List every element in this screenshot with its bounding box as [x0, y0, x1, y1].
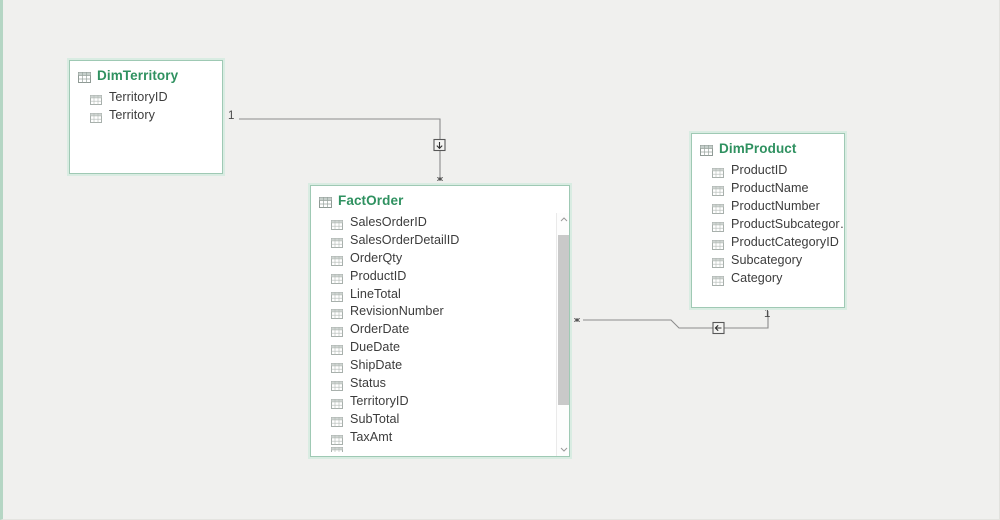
field-icon	[331, 396, 343, 409]
field-label: RevisionNumber	[350, 304, 444, 319]
table-icon	[700, 143, 713, 156]
table-title: FactOrder	[338, 193, 404, 208]
field-list-dim-product: ProductID ProductName ProductNumber Prod…	[692, 161, 844, 291]
table-card-dim-product[interactable]: DimProduct ProductID ProductName Product…	[691, 133, 845, 308]
field-icon	[90, 110, 102, 123]
field-row[interactable]: Category	[692, 269, 844, 287]
field-row[interactable]: ProductCategoryID	[692, 233, 844, 251]
field-row[interactable]: ProductNumber	[692, 197, 844, 215]
field-label: OrderQty	[350, 250, 403, 265]
table-header-fact-order[interactable]: FactOrder	[311, 186, 569, 213]
field-label: ProductNumber	[731, 199, 820, 213]
fact-order-scroll-region[interactable]: SalesOrderID SalesOrderDetailID OrderQty…	[311, 213, 569, 456]
field-row[interactable]: Status	[311, 374, 569, 392]
field-icon	[331, 235, 343, 248]
field-icon	[331, 306, 343, 320]
field-icon	[712, 201, 724, 214]
field-label: TerritoryID	[109, 90, 168, 104]
field-row[interactable]: DueDate	[311, 338, 569, 356]
field-icon	[331, 253, 343, 266]
table-header-dim-territory[interactable]: DimTerritory	[70, 61, 222, 88]
field-icon	[331, 289, 343, 302]
field-label: TaxAmt	[350, 429, 393, 444]
field-row[interactable]: RevisionNumber	[311, 302, 569, 320]
field-row[interactable]: OrderDate	[311, 320, 569, 338]
field-icon	[712, 183, 724, 196]
field-row-clipped[interactable]	[311, 446, 569, 452]
cardinality-label-territory-one: 1	[228, 110, 235, 122]
field-row[interactable]: ProductSubcategor…	[692, 215, 844, 233]
field-icon	[712, 273, 724, 286]
field-label: DueDate	[350, 340, 401, 355]
field-label: Subcategory	[731, 253, 803, 267]
scrollbar-thumb[interactable]	[558, 235, 569, 405]
chevron-down-icon[interactable]	[557, 443, 569, 456]
table-title: DimProduct	[719, 141, 797, 156]
field-row[interactable]: ProductID	[311, 267, 569, 285]
field-row[interactable]: ShipDate	[311, 356, 569, 374]
field-label: ShipDate	[350, 358, 403, 373]
field-icon	[331, 360, 343, 374]
field-label: SubTotal	[350, 411, 400, 426]
field-icon	[331, 217, 343, 230]
field-icon	[712, 255, 724, 268]
field-row[interactable]: SubTotal	[311, 410, 569, 428]
field-icon	[331, 432, 343, 445]
field-label: ProductID	[350, 268, 407, 283]
field-label: ProductSubcategor…	[731, 217, 845, 231]
field-icon	[712, 219, 724, 232]
field-icon	[712, 237, 724, 250]
field-label: ProductName	[731, 181, 809, 195]
field-label: LineTotal	[350, 286, 401, 301]
field-icon	[331, 324, 343, 338]
field-row[interactable]: ProductID	[692, 161, 844, 179]
field-icon	[331, 446, 343, 452]
cardinality-label-product-one: 1	[764, 308, 771, 320]
field-row[interactable]: SalesOrderID	[311, 213, 569, 231]
field-row[interactable]: SalesOrderDetailID	[311, 231, 569, 249]
table-icon	[319, 195, 332, 208]
field-list-fact-order: SalesOrderID SalesOrderDetailID OrderQty…	[311, 213, 569, 456]
field-label: Category	[731, 271, 783, 285]
field-label: ProductCategoryID	[731, 235, 839, 249]
field-icon	[331, 378, 343, 391]
field-label: Territory	[109, 108, 155, 122]
table-card-dim-territory[interactable]: DimTerritory TerritoryID	[69, 60, 223, 174]
field-row[interactable]: LineTotal	[311, 285, 569, 303]
relationship-factorder-product	[573, 311, 769, 335]
field-label: SalesOrderDetailID	[350, 232, 460, 247]
field-list-dim-territory: TerritoryID Territory	[70, 88, 222, 128]
field-row[interactable]: TerritoryID	[311, 392, 569, 410]
table-header-dim-product[interactable]: DimProduct	[692, 134, 844, 161]
field-row[interactable]: TerritoryID	[70, 88, 222, 106]
field-icon	[331, 342, 343, 356]
chevron-up-icon[interactable]	[557, 213, 569, 226]
table-icon	[78, 70, 91, 83]
field-icon	[90, 92, 102, 105]
field-label: ProductID	[731, 163, 788, 177]
table-title: DimTerritory	[97, 68, 179, 83]
fact-order-scrollbar[interactable]	[556, 213, 569, 456]
field-icon	[331, 271, 343, 284]
field-row[interactable]: OrderQty	[311, 249, 569, 267]
field-row[interactable]: Subcategory	[692, 251, 844, 269]
field-label: Status	[350, 375, 387, 390]
field-label: TerritoryID	[350, 393, 409, 408]
field-label: OrderDate	[350, 322, 410, 337]
field-row[interactable]: ProductName	[692, 179, 844, 197]
relationship-territory-factorder	[239, 118, 446, 181]
field-label: SalesOrderID	[350, 214, 427, 229]
field-row[interactable]: Territory	[70, 106, 222, 124]
field-icon	[331, 414, 343, 427]
field-icon	[712, 165, 724, 178]
field-row[interactable]: TaxAmt	[311, 428, 569, 446]
table-card-fact-order[interactable]: FactOrder SalesOrderID SalesOrderDetailI…	[310, 185, 570, 457]
